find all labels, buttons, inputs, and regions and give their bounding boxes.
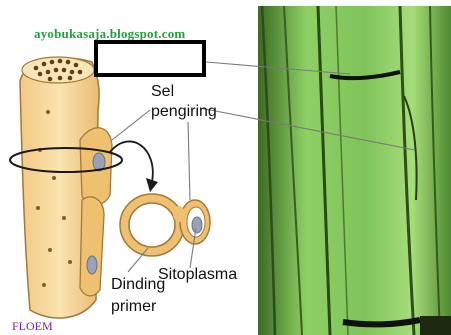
label-dinding: Dinding [111,276,165,294]
label-floem: FLOEM [12,319,53,334]
redaction-box [94,40,206,77]
cell-cross-section [120,194,210,256]
label-sitoplasma: Sitoplasma [158,266,237,284]
curved-arrow [110,141,158,192]
label-pengiring: pengiring [151,103,217,121]
label-primer: primer [111,298,156,316]
micrograph-image [258,6,451,335]
label-sel: Sel [151,83,174,101]
companion-cell [80,128,112,296]
